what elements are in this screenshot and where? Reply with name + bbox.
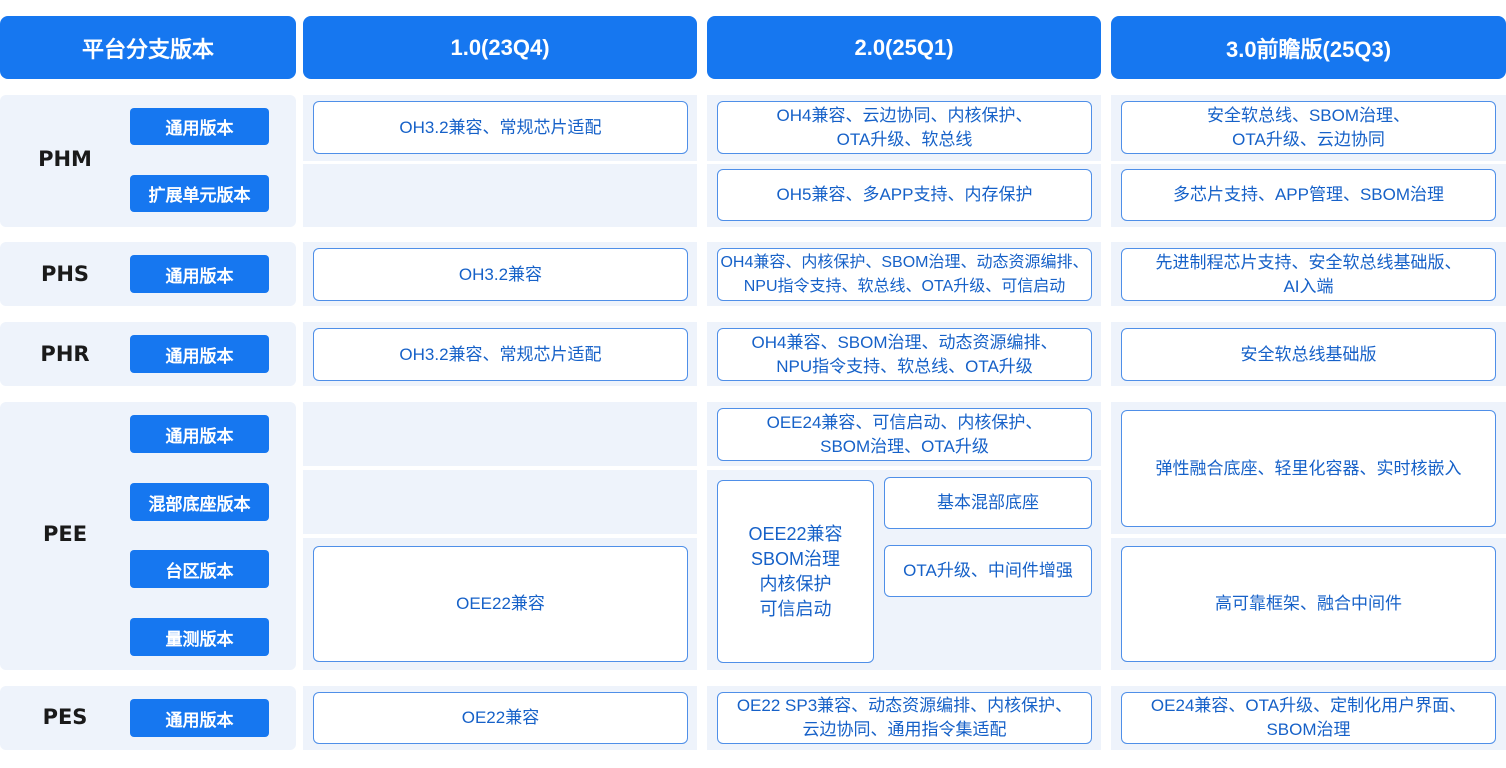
phm-v3-general-cell: 安全软总线、SBOM治理、OTA升级、云边协同 (1121, 101, 1496, 154)
phm-v2-extend-cell: OH5兼容、多APP支持、内存保护 (717, 169, 1092, 221)
pee-general-version-tag: 通用版本 (130, 415, 269, 453)
phs-v2-cell: OH4兼容、内核保护、SBOM治理、动态资源编排、NPU指令支持、软总线、OTA… (717, 248, 1092, 301)
phm-extend-unit-version-tag: 扩展单元版本 (130, 175, 269, 212)
pee-v1-panel-general (303, 402, 697, 466)
header-version-2: 2.0(25Q1) (707, 16, 1101, 79)
phm-row-label: PHM (38, 147, 92, 171)
header-branch-version: 平台分支版本 (0, 16, 296, 79)
pee-mixed-base-version-tag: 混部底座版本 (130, 483, 269, 521)
header-version-1: 1.0(23Q4) (303, 16, 697, 79)
pes-v1-cell: OE22兼容 (313, 692, 688, 744)
pee-area-version-tag: 台区版本 (130, 550, 269, 588)
phs-v1-cell: OH3.2兼容 (313, 248, 688, 301)
phm-v1-general-cell: OH3.2兼容、常规芯片适配 (313, 101, 688, 154)
phm-general-version-tag: 通用版本 (130, 108, 269, 145)
phs-general-version-tag: 通用版本 (130, 255, 269, 293)
pes-v3-cell: OE24兼容、OTA升级、定制化用户界面、SBOM治理 (1121, 692, 1496, 744)
pee-measure-version-tag: 量测版本 (130, 618, 269, 656)
pee-v3-lower-cell: 高可靠框架、融合中间件 (1121, 546, 1496, 662)
phm-v3-extend-cell: 多芯片支持、APP管理、SBOM治理 (1121, 169, 1496, 221)
pee-v1-panel-mixed (303, 470, 697, 534)
pes-row-label: PES (42, 705, 88, 729)
pee-v2-area-cell: OTA升级、中间件增强 (884, 545, 1092, 597)
phr-row-label: PHR (40, 342, 90, 366)
phr-v3-cell: 安全软总线基础版 (1121, 328, 1496, 381)
pee-v3-upper-cell: 弹性融合底座、轻里化容器、实时核嵌入 (1121, 410, 1496, 527)
pee-row-label: PEE (42, 522, 88, 546)
pee-v1-lower-cell: OEE22兼容 (313, 546, 688, 662)
header-version-3: 3.0前瞻版(25Q3) (1111, 16, 1506, 79)
pee-v2-general-cell: OEE24兼容、可信启动、内核保护、SBOM治理、OTA升级 (717, 408, 1092, 461)
phr-v2-cell: OH4兼容、SBOM治理、动态资源编排、NPU指令支持、软总线、OTA升级 (717, 328, 1092, 381)
phm-v2-general-cell: OH4兼容、云边协同、内核保护、OTA升级、软总线 (717, 101, 1092, 154)
pes-v2-cell: OE22 SP3兼容、动态资源编排、内核保护、云边协同、通用指令集适配 (717, 692, 1092, 744)
phs-v3-cell: 先进制程芯片支持、安全软总线基础版、AI入端 (1121, 248, 1496, 301)
phm-v1-panel-extend (303, 164, 697, 227)
phs-row-label: PHS (40, 262, 90, 286)
phr-general-version-tag: 通用版本 (130, 335, 269, 373)
pes-general-version-tag: 通用版本 (130, 699, 269, 737)
phr-v1-cell: OH3.2兼容、常规芯片适配 (313, 328, 688, 381)
pee-v2-mixed-cell: 基本混部底座 (884, 477, 1092, 529)
